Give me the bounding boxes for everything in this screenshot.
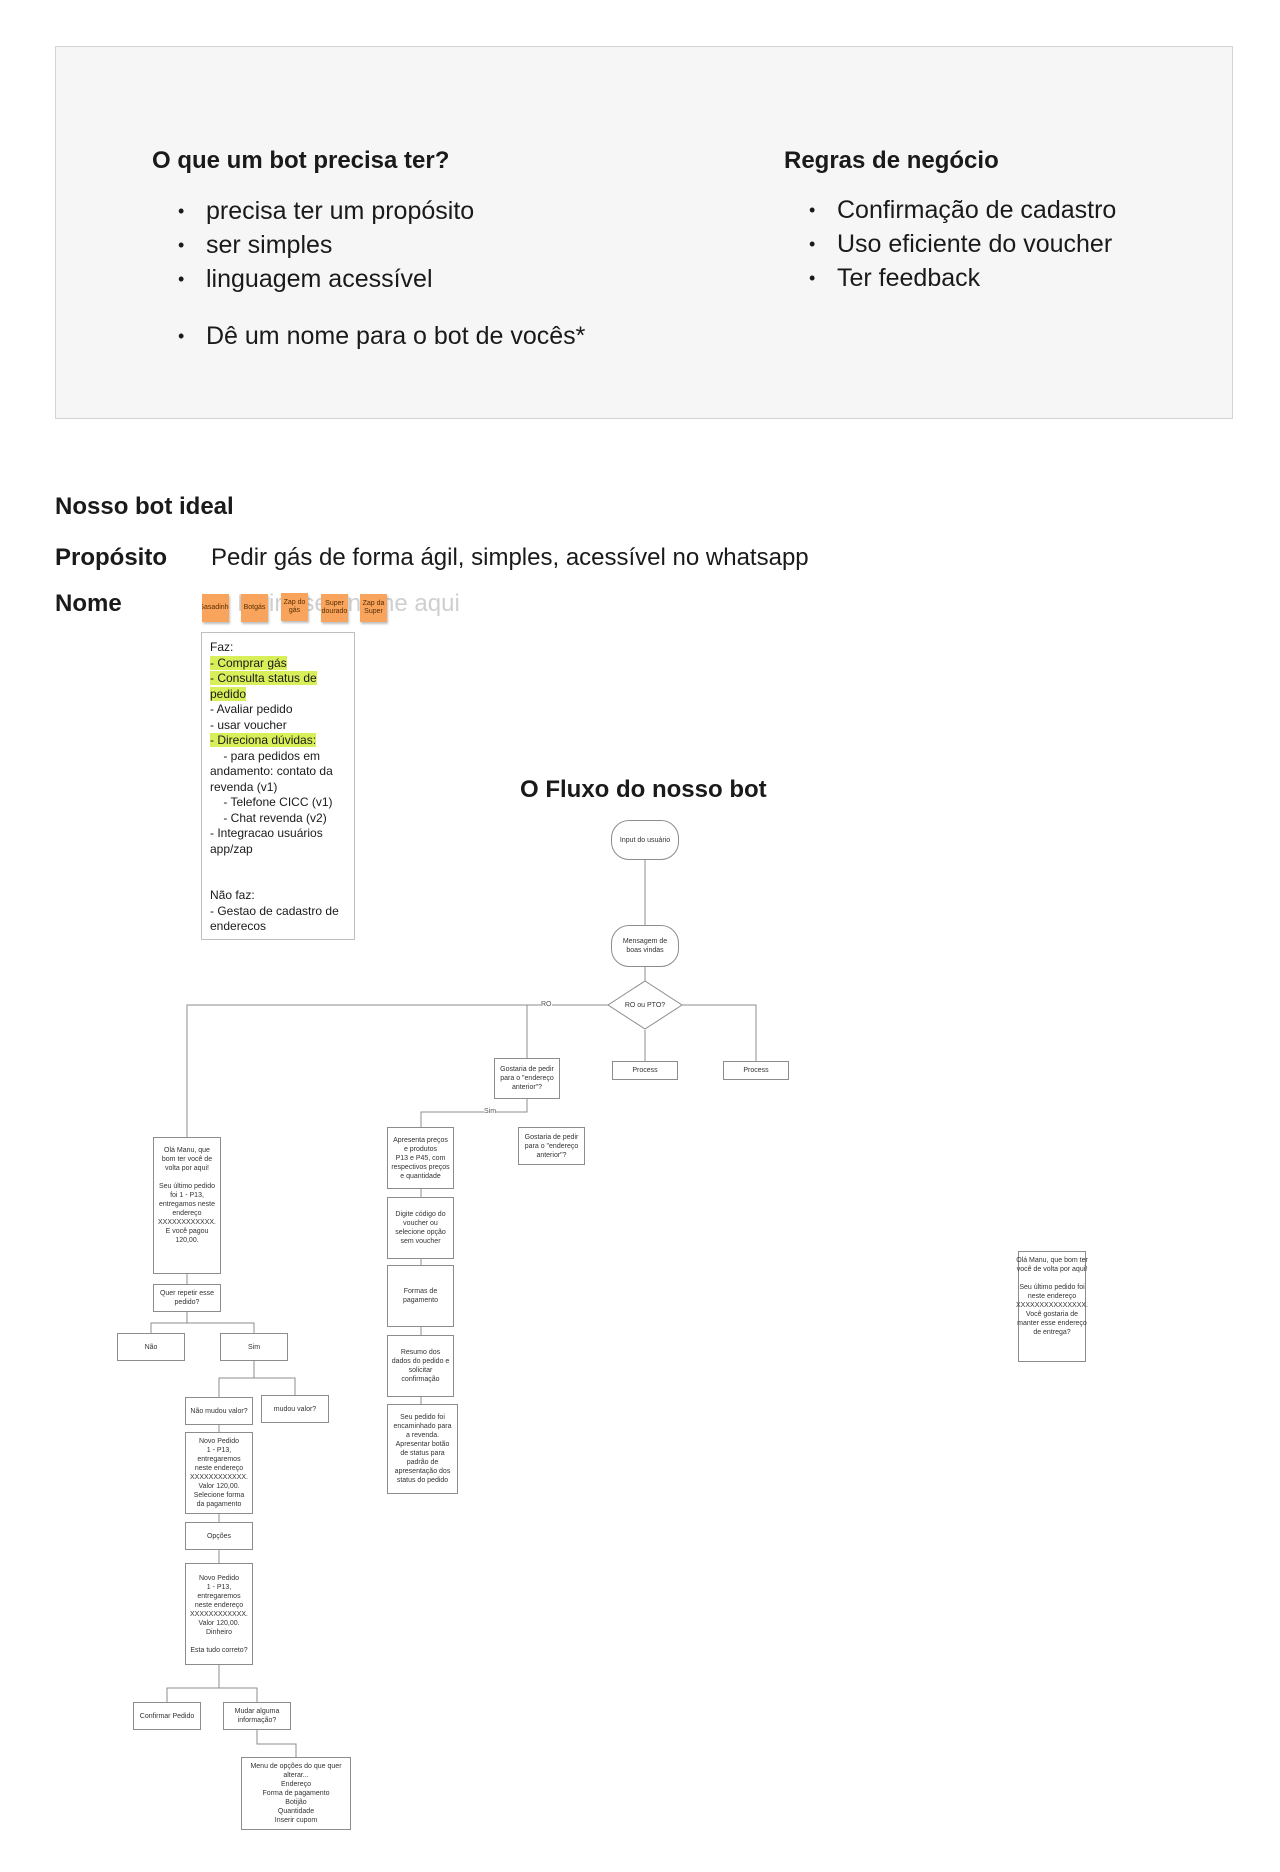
name-label: Nome [55, 590, 122, 617]
node-options[interactable]: Opções [185, 1522, 253, 1550]
faz-line [210, 857, 346, 873]
sticky-note[interactable]: Botgás [241, 594, 268, 622]
node-payment[interactable]: Formas de pagamento [387, 1265, 454, 1327]
node-confirm-order[interactable]: Confirmar Pedido [133, 1702, 201, 1730]
faz-line: - para pedidos em [210, 748, 321, 763]
highlight: - Direciona dúvidas: [210, 733, 317, 747]
purpose-text: Pedir gás de forma ágil, simples, acessí… [211, 544, 809, 571]
node-input[interactable]: Input do usuário [611, 820, 679, 860]
faz-line: - Gestao de cadastro de [210, 903, 339, 918]
sticky-note[interactable]: Super dourado [321, 594, 348, 622]
node-repeat-question[interactable]: Quer repetir esse pedido? [153, 1284, 221, 1312]
list-item: precisa ter um propósito [178, 194, 474, 228]
faz-line: - Direciona dúvidas: [210, 733, 346, 749]
card-right-title: Regras de negócio [784, 147, 999, 174]
node-yes[interactable]: Sim [220, 1333, 288, 1361]
edge-label-sim: Sim [484, 1108, 497, 1116]
node-new-order-1[interactable]: Novo Pedido 1 - P13, entregaremos neste … [185, 1432, 253, 1514]
edge-repeatq-branch [150, 1312, 255, 1333]
node-repeat-address-2[interactable]: Gostaria de pedir para o "endereço anter… [518, 1127, 585, 1165]
list-item: Dê um nome para o bot de vocês* [178, 319, 585, 353]
faz-line: Faz: [210, 640, 234, 654]
faz-line: app/zap [210, 841, 253, 856]
list-item: ser simples [178, 228, 474, 262]
node-decision-label: RO ou PTO? [624, 1001, 666, 1009]
faz-line: pedido [210, 686, 346, 703]
node-process-1[interactable]: Process [612, 1061, 678, 1080]
highlight: pedido [210, 686, 247, 701]
faz-line: - usar voucher [210, 717, 287, 732]
node-process-2[interactable]: Process [723, 1061, 789, 1080]
purpose-label: Propósito [55, 544, 167, 571]
faz-line [210, 873, 346, 889]
faz-line: enderecos [210, 919, 267, 933]
node-hello-manu-2[interactable]: Olá Manu, que bom ter você de volta por … [1016, 1251, 1088, 1362]
card-left-extra: Dê um nome para o bot de vocês* [178, 319, 585, 353]
ideal-title: Nosso bot ideal [55, 493, 234, 520]
edge-yes-branch [218, 1361, 296, 1397]
sticky-note[interactable]: Gasadinho [202, 594, 229, 622]
faz-line: - Integracao usuários [210, 826, 323, 840]
node-hello-manu[interactable]: Olá Manu, que bom ter você de volta por … [153, 1137, 221, 1274]
faz-line: Não faz: [210, 888, 255, 902]
node-no[interactable]: Não [117, 1333, 185, 1361]
node-changed[interactable]: mudou valor? [261, 1395, 329, 1423]
node-change-menu[interactable]: Menu de opções do que quer alterar... En… [241, 1757, 351, 1830]
node-welcome[interactable]: Mensagem de boas vindas [611, 925, 679, 967]
card-right-list: Confirmação de cadastro Uso eficiente do… [809, 193, 1116, 295]
edge-repeat-prices [420, 1099, 528, 1127]
list-item: Uso eficiente do voucher [809, 227, 1116, 261]
sticky-note[interactable]: Zap da Super [360, 594, 387, 622]
node-new-order-2[interactable]: Novo Pedido 1 - P13, entregaremos neste … [185, 1563, 253, 1665]
node-forwarded[interactable]: Seu pedido foi encaminhado para a revend… [387, 1404, 458, 1494]
faz-line: revenda (v1) [210, 779, 278, 794]
node-voucher[interactable]: Digite código do voucher ou selecione op… [387, 1197, 454, 1259]
edge-neworder2-branch [166, 1665, 258, 1702]
card-left-list: precisa ter um propósito ser simples lin… [178, 194, 474, 296]
sticky-note[interactable]: Zap do gás [281, 593, 308, 621]
faz-line: - Chat revenda (v2) [210, 810, 327, 825]
faz-line: - Consulta status de [210, 671, 346, 687]
edge-change-menu [256, 1730, 297, 1757]
node-change-info[interactable]: Mudar alguma informação? [223, 1702, 291, 1730]
highlight: - Comprar gás [210, 655, 287, 670]
faz-line: - Telefone CICC (v1) [210, 795, 333, 809]
list-item: Confirmação de cadastro [809, 193, 1116, 227]
edge-label-ro: RO [541, 1001, 552, 1009]
faz-line: - Comprar gás [210, 655, 346, 672]
flow-title: O Fluxo do nosso bot [520, 776, 767, 803]
node-prices[interactable]: Apresenta preços e produtos P13 e P45, c… [387, 1127, 454, 1189]
node-decision-shape[interactable] [607, 980, 683, 1030]
faz-line: andamento: contato da [210, 764, 333, 778]
faz-line: - Avaliar pedido [210, 702, 293, 716]
name-placeholder[interactable]: Insira seu nome aqui [237, 590, 460, 617]
node-no-change[interactable]: Não mudou valor? [185, 1397, 253, 1425]
edge-decision-process2 [682, 1004, 757, 1061]
list-item: linguagem acessível [178, 262, 474, 296]
node-repeat-address[interactable]: Gostaria de pedir para o "endereço anter… [494, 1058, 560, 1099]
highlight: - Consulta status de [210, 671, 317, 685]
list-item: Ter feedback [809, 261, 1116, 295]
card-left-title: O que um bot precisa ter? [152, 147, 450, 174]
node-summary[interactable]: Resumo dos dados do pedido e solicitar c… [387, 1335, 454, 1397]
